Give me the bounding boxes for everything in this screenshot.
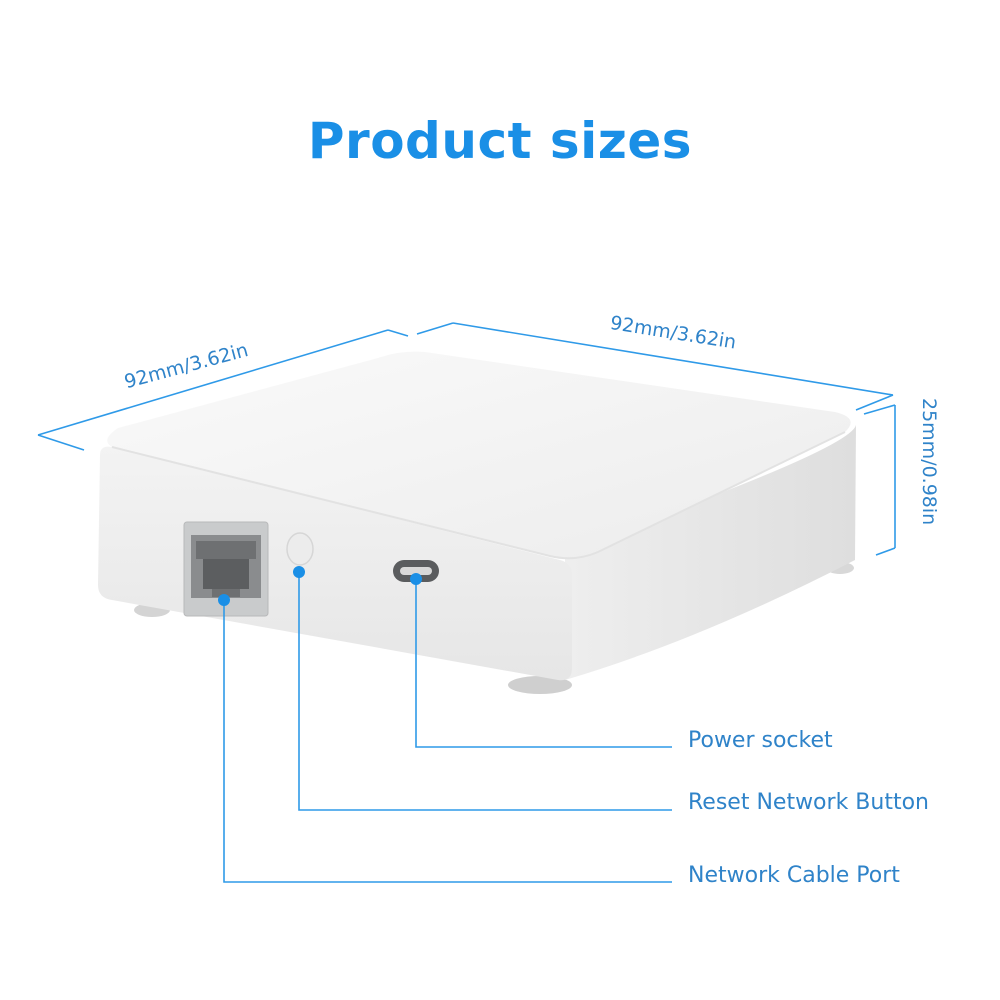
callout-dots — [218, 566, 422, 606]
dimension-lines — [37, 322, 896, 556]
page-title: Product sizes — [307, 112, 693, 170]
network-port-label: Network Cable Port — [688, 863, 900, 888]
ethernet-port — [183, 521, 269, 617]
height-dimension-label: 25mm/0.98in — [918, 398, 940, 526]
callout-lines — [223, 570, 672, 883]
power-socket-label: Power socket — [688, 728, 833, 753]
device-body — [98, 351, 856, 681]
usb-c-socket — [393, 560, 439, 582]
reset-button-label: Reset Network Button — [688, 790, 929, 815]
reset-button-graphic — [286, 532, 314, 566]
